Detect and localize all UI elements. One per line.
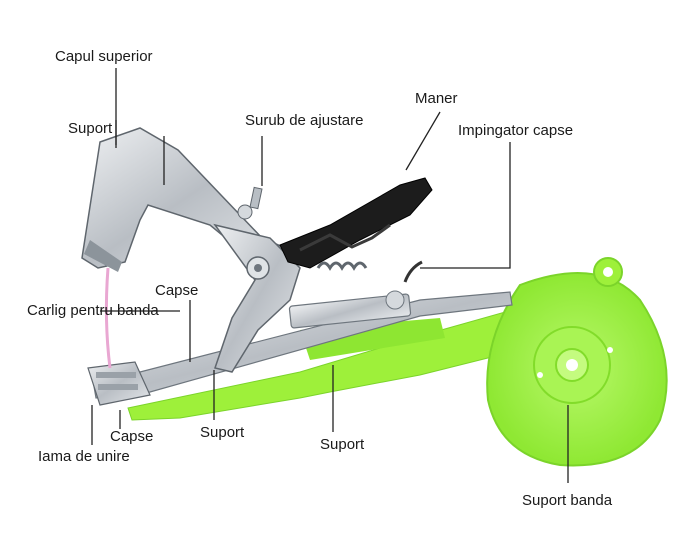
- label-capse-low: Capse: [110, 428, 154, 445]
- label-carlig: Carlig pentru banda: [27, 302, 159, 319]
- black-handle: [279, 177, 433, 269]
- pusher: [403, 260, 423, 283]
- label-capse-mid: Capse: [155, 282, 199, 299]
- label-suport-banda: Suport banda: [522, 492, 613, 509]
- label-capul-superior: Capul superior: [55, 48, 153, 65]
- label-lama: Iama de unire: [38, 448, 130, 465]
- nose: [87, 361, 151, 406]
- tape-reel: [486, 257, 668, 467]
- spring: [316, 261, 368, 271]
- rail-clip: [288, 293, 412, 329]
- label-maner: Maner: [415, 90, 458, 107]
- adjust-screw: [249, 186, 263, 210]
- label-suport-center: Suport: [320, 436, 365, 453]
- leader-lines: [91, 68, 569, 483]
- label-suport-top: Suport: [68, 120, 113, 137]
- label-suport-bottom: Suport: [200, 424, 245, 441]
- pink-tape: [104, 267, 112, 369]
- label-surub: Surub de ajustare: [245, 112, 364, 129]
- label-impingator: Impingator capse: [458, 122, 574, 139]
